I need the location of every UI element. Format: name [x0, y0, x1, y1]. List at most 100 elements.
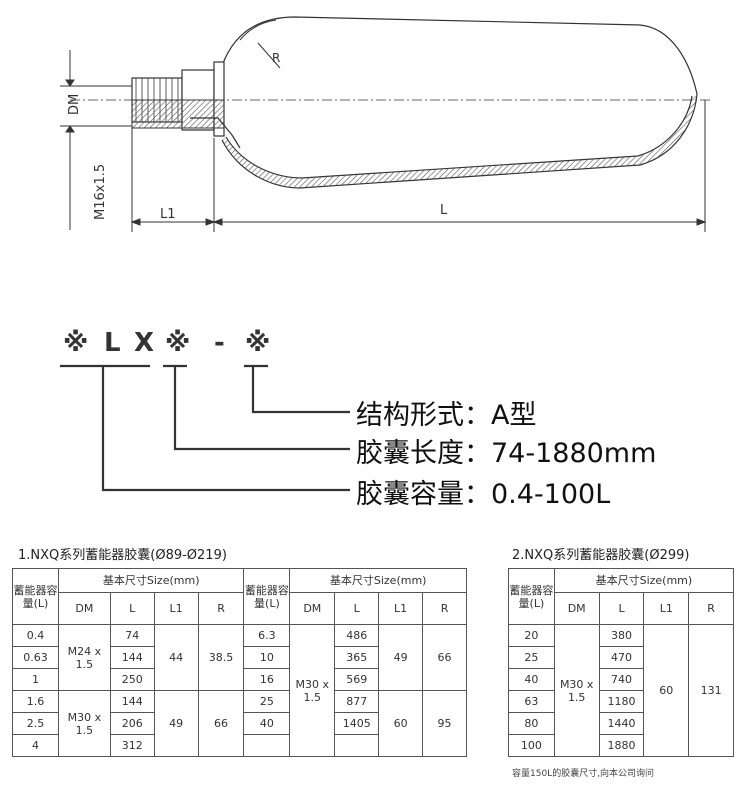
- cell: M24 x 1.5: [57, 624, 111, 691]
- cell: 740: [598, 668, 645, 691]
- t2-basic-header: 基本尺寸Size(mm): [553, 568, 735, 593]
- cell: 6.3: [243, 624, 291, 647]
- legend-capacity: 胶囊容量：0.4-100L: [356, 472, 610, 511]
- table-row: 80 1440: [508, 712, 734, 735]
- cell: 66: [422, 624, 467, 691]
- cell: 0.4: [12, 624, 59, 647]
- cell: [334, 734, 380, 757]
- model-code: ※ L X ※ - ※ 结构形式：A型 胶囊长度：74-1880mm 胶囊容量：…: [60, 328, 656, 511]
- cell: 569: [334, 668, 380, 691]
- cell: M30 x 1.5: [553, 624, 600, 757]
- thread-label: M16x1.5: [93, 164, 108, 220]
- table2-note: 容量150L的胶囊尺寸,向本公司询问: [512, 769, 655, 779]
- legend-structure-label: 结构形式：: [356, 400, 491, 431]
- cell: 312: [109, 734, 155, 757]
- cell: 486: [334, 624, 380, 647]
- cell: 63: [508, 690, 555, 713]
- bladder-outer-upper: [221, 16, 698, 95]
- cell: 4: [12, 734, 59, 757]
- t2-r-header: R: [688, 592, 734, 625]
- cell: 25: [243, 690, 291, 713]
- table2-title: 2.NXQ系列蓄能器胶囊(Ø299): [512, 548, 690, 563]
- legend-capacity-label: 胶囊容量：: [356, 479, 491, 510]
- t1-l1-header-2: L1: [378, 592, 424, 625]
- cell: 60: [643, 624, 690, 757]
- cell: 80: [508, 712, 555, 735]
- code-char-capacity: ※: [63, 328, 89, 358]
- cell: 144: [109, 690, 155, 713]
- cell: 49: [153, 690, 199, 757]
- cell: 2.5: [12, 712, 59, 735]
- legend-length-label: 胶囊长度：: [356, 438, 491, 469]
- code-leader-lines: [60, 364, 350, 492]
- t1-capacity-header: 蓄能器容量(L): [12, 568, 59, 625]
- cell: 1180: [598, 690, 645, 713]
- legend-structure: 结构形式：A型: [356, 393, 536, 432]
- table2: 蓄能器容量(L) 基本尺寸Size(mm) DM L L1 R 20 M30 x…: [508, 568, 735, 757]
- cell: 144: [109, 646, 155, 669]
- t2-l-header: L: [598, 592, 645, 625]
- cell: 1: [12, 668, 59, 691]
- t1-l-header-2: L: [334, 592, 380, 625]
- legend-structure-value: A型: [491, 400, 537, 431]
- cell: 877: [334, 690, 380, 713]
- table1-title: 1.NXQ系列蓄能器胶囊(Ø89-Ø219): [18, 548, 227, 563]
- bladder-drawing: R DM M16x1.5 L1 L: [60, 16, 712, 232]
- t1-r-header-2: R: [422, 592, 467, 625]
- t1-capacity-header-2: 蓄能器容量(L): [243, 568, 291, 625]
- table-row: 63 1180: [508, 690, 734, 713]
- l1-label: L1: [160, 207, 176, 222]
- cell: [243, 734, 291, 757]
- code-char-dash: -: [214, 328, 225, 358]
- table-row: 25 470: [508, 646, 734, 669]
- cell: 60: [378, 690, 424, 757]
- l-label: L: [440, 203, 448, 218]
- cell: 1440: [598, 712, 645, 735]
- cell: 0.63: [12, 646, 59, 669]
- code-char-l: L: [104, 328, 121, 358]
- legend-length: 胶囊长度：74-1880mm: [356, 431, 656, 470]
- table-row: 0.63 144 10 365: [12, 646, 467, 669]
- cell: 16: [243, 668, 291, 691]
- cell: 1.6: [12, 690, 59, 713]
- cell: 131: [688, 624, 734, 757]
- code-char-structure: ※: [245, 328, 271, 358]
- legend-length-value: 74-1880mm: [491, 438, 657, 469]
- t1-r-header: R: [197, 592, 245, 625]
- cell: 365: [334, 646, 380, 669]
- cell: 470: [598, 646, 645, 669]
- cell: 250: [109, 668, 155, 691]
- cell: 95: [422, 690, 467, 757]
- cell: M30 x 1.5: [289, 624, 336, 757]
- table-row: 4 312: [12, 734, 467, 757]
- cell: 44: [153, 624, 199, 691]
- cell: 25: [508, 646, 555, 669]
- table-row: 2.5 206 40 1405: [12, 712, 467, 735]
- cell: 66: [197, 690, 245, 757]
- t2-l1-header: L1: [643, 592, 690, 625]
- bladder-wall-section: [222, 94, 697, 188]
- t1-basic-header-2: 基本尺寸Size(mm): [289, 568, 467, 593]
- t1-dm-header: DM: [57, 592, 111, 625]
- t1-l1-header: L1: [153, 592, 199, 625]
- t2-dm-header: DM: [553, 592, 600, 625]
- cell: 10: [243, 646, 291, 669]
- cell: 40: [508, 668, 555, 691]
- table-row: 1.6 M30 x 1.5 144 49 66 25 877 60 95: [12, 690, 467, 757]
- t1-l-header: L: [109, 592, 155, 625]
- dm-label: DM: [67, 94, 82, 115]
- table-row: 20 M30 x 1.5 380 60 131: [508, 624, 734, 757]
- cell: M30 x 1.5: [57, 690, 111, 757]
- t2-capacity-header: 蓄能器容量(L): [508, 568, 555, 625]
- cell: 380: [598, 624, 645, 647]
- code-char-length: ※: [165, 328, 191, 358]
- t1-dm-header-2: DM: [289, 592, 336, 625]
- cell: 49: [378, 624, 424, 691]
- radius-label: R: [272, 51, 280, 65]
- t1-basic-header: 基本尺寸Size(mm): [57, 568, 245, 593]
- table-row: 0.4 M24 x 1.5 74 44 38.5 6.3 M30 x 1.5 4…: [12, 624, 467, 757]
- table1: 蓄能器容量(L) 基本尺寸Size(mm) 蓄能器容量(L) 基本尺寸Size(…: [12, 568, 467, 757]
- legend-capacity-value: 0.4-100L: [491, 479, 611, 510]
- cell: 40: [243, 712, 291, 735]
- cell: 1405: [334, 712, 380, 735]
